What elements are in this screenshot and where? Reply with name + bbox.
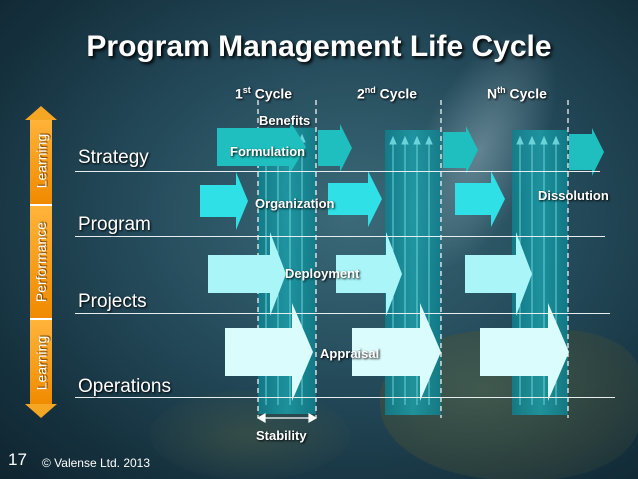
side-band-learning-bottom: Learning <box>30 320 52 406</box>
operations-arrows <box>225 303 569 401</box>
copyright: © Valense Ltd. 2013 <box>42 456 151 470</box>
slide-number: 17 <box>8 450 27 469</box>
side-band-performance: Performance <box>30 206 52 318</box>
row-divider-strategy <box>75 171 600 172</box>
row-label-strategy: Strategy <box>78 147 149 168</box>
row-divider-program <box>75 236 605 237</box>
cycle-label-n: Nth Cycle <box>487 85 547 102</box>
row-label-operations: Operations <box>78 376 171 397</box>
phase-organization: Organization <box>255 196 335 211</box>
background-landmass <box>150 390 350 479</box>
cycle-label-2: 2nd Cycle <box>357 85 418 102</box>
row-label-program: Program <box>78 214 151 235</box>
phase-benefits: Benefits <box>259 113 311 128</box>
strategy-arrows <box>217 121 604 176</box>
program-arrows <box>200 171 505 230</box>
cycle-label-1: 1st Cycle <box>235 85 293 102</box>
stability-bracket <box>256 412 318 424</box>
phase-formulation: Formulation <box>230 144 306 159</box>
phase-stability: Stability <box>256 428 307 443</box>
row-label-projects: Projects <box>78 291 147 312</box>
row-divider-projects <box>75 313 610 314</box>
phase-appraisal: Appraisal <box>320 346 380 361</box>
row-divider-operations <box>75 397 615 398</box>
phase-dissolution: Dissolution <box>538 188 609 203</box>
slide-title: Program Management Life Cycle <box>86 30 552 63</box>
side-band-learning-top: Learning <box>30 118 52 204</box>
phase-deployment: Deployment <box>285 266 360 281</box>
projects-arrows <box>208 232 532 316</box>
